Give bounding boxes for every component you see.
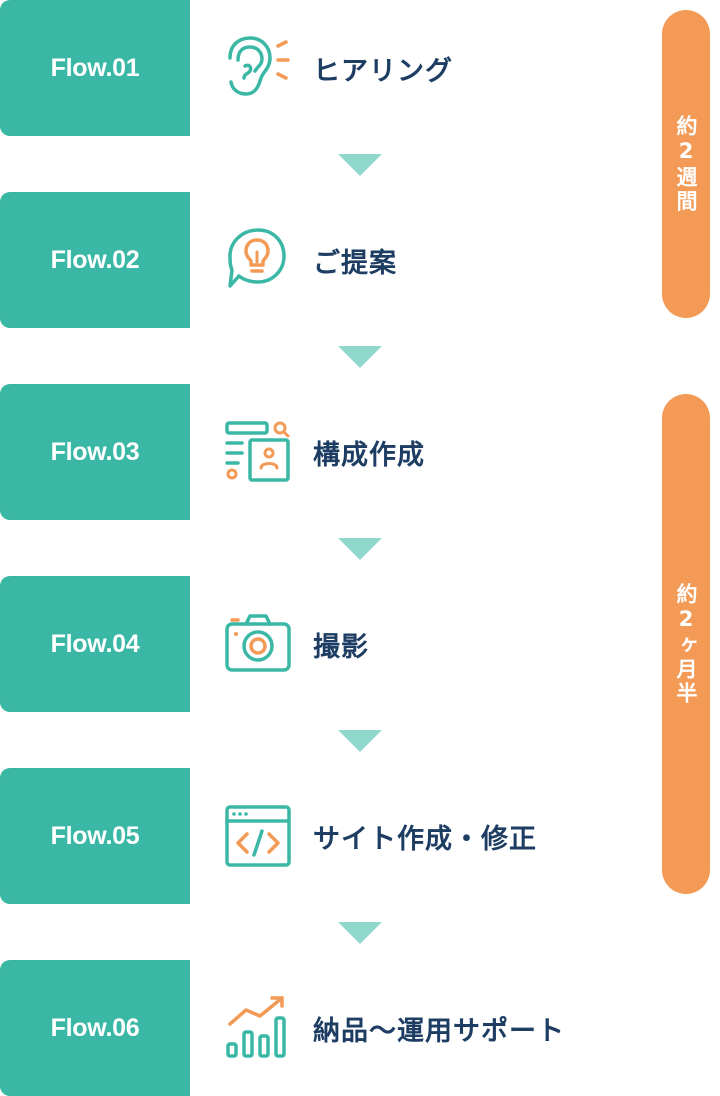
flow-step-03: Flow.03 構成作成 [0, 384, 640, 520]
flow-title: サイト作成・修正 [313, 823, 537, 855]
down-arrow-icon [338, 922, 382, 944]
flow-step-05: Flow.05 サイト作成・修正 [0, 768, 640, 904]
ear-icon [222, 36, 292, 100]
period-label: 約2ヶ月半 [674, 582, 698, 706]
flow-step-06: Flow.06 納品〜運用サポート [0, 960, 640, 1096]
down-arrow-icon [338, 538, 382, 560]
lightbulb-speech-icon [222, 228, 292, 292]
period-badge-two-weeks: 約2週間 [662, 10, 710, 318]
growth-chart-icon [222, 996, 292, 1060]
flow-title: ご提案 [313, 247, 397, 279]
down-arrow-icon [338, 154, 382, 176]
flow-title: 納品〜運用サポート [313, 1015, 565, 1047]
flow-step-02: Flow.02 ご提案 [0, 192, 640, 328]
flow-title: 構成作成 [313, 439, 425, 471]
flow-title: 撮影 [313, 631, 369, 663]
flow-label: Flow.05 [0, 768, 190, 904]
period-label: 約2週間 [674, 114, 698, 214]
camera-icon [222, 612, 292, 676]
flow-title: ヒアリング [313, 55, 453, 87]
down-arrow-icon [338, 730, 382, 752]
down-arrow-icon [338, 346, 382, 368]
wireframe-layout-icon [222, 420, 292, 484]
flow-label: Flow.03 [0, 384, 190, 520]
flow-step-01: Flow.01 ヒアリング [0, 0, 640, 136]
period-badge-two-half-months: 約2ヶ月半 [662, 394, 710, 894]
flow-label: Flow.01 [0, 0, 190, 136]
flow-step-04: Flow.04 撮影 [0, 576, 640, 712]
flow-label: Flow.02 [0, 192, 190, 328]
code-browser-icon [222, 804, 292, 868]
flow-label: Flow.06 [0, 960, 190, 1096]
flow-label: Flow.04 [0, 576, 190, 712]
